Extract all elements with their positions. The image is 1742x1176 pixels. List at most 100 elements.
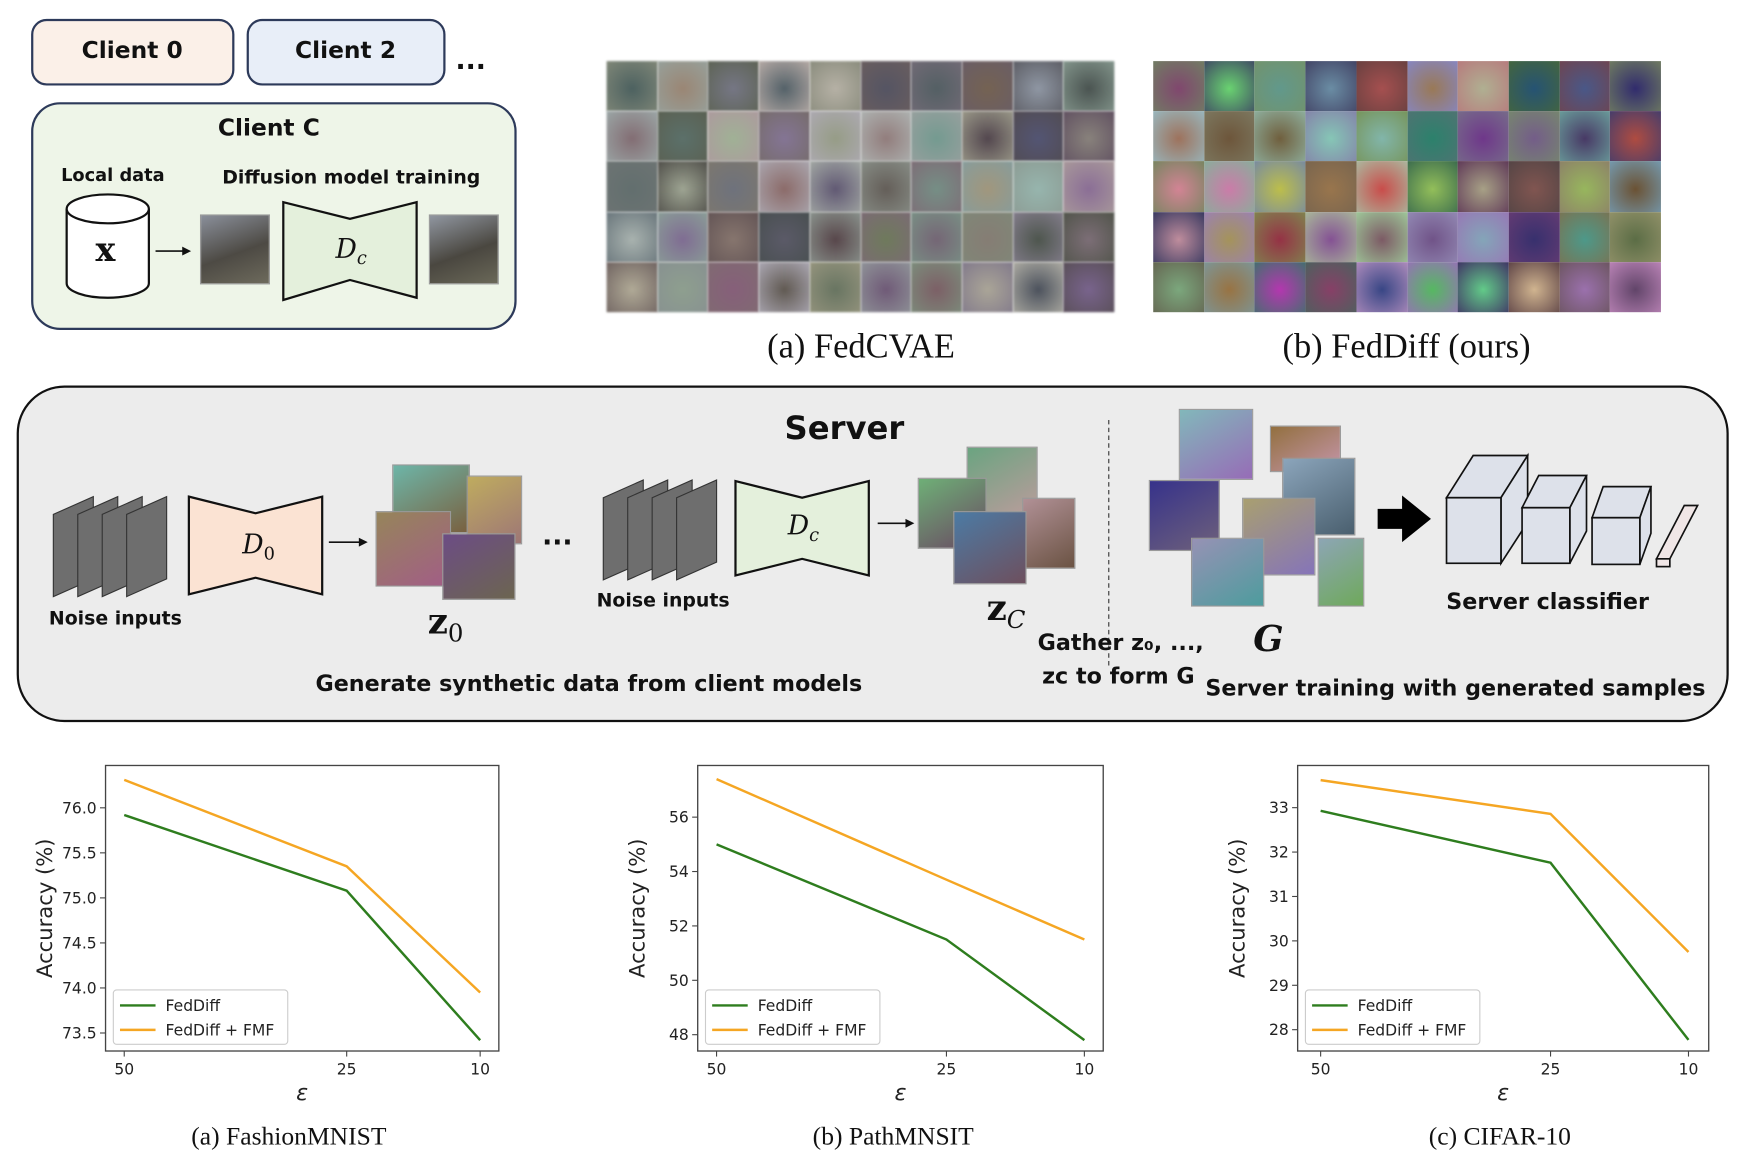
sample-image: [1254, 211, 1306, 262]
client-c-title: Client C: [217, 114, 320, 142]
sample-image: [1508, 61, 1560, 112]
series-line-feddiff-fmf: [716, 777, 1085, 941]
x-tick-label: 25: [937, 1060, 957, 1078]
classifier-layers-icon: [1445, 452, 1699, 568]
legend-label: FedDiff + FMF: [758, 1021, 867, 1039]
x-tick-label: 25: [337, 1060, 357, 1078]
x-tick-label: 10: [470, 1060, 490, 1078]
legend-label: FedDiff: [1358, 997, 1413, 1015]
server-training-caption: Server training with generated samples: [1205, 674, 1706, 702]
z0-sub: 0: [447, 620, 464, 649]
sample-image: [758, 161, 810, 212]
sample-image: [1610, 211, 1661, 262]
sample-image: [1508, 161, 1560, 212]
d0-base: D: [242, 528, 264, 560]
series-line-feddiff: [716, 843, 1086, 1042]
y-axis-label: Accuracy (%): [32, 838, 57, 978]
synthetic-image: [1317, 537, 1365, 607]
sample-image: [1407, 111, 1458, 162]
sample-image: [657, 61, 709, 112]
legend-box: [1304, 989, 1481, 1045]
models-ellipsis: ...: [542, 519, 573, 552]
sample-image: [1203, 211, 1255, 262]
client-diffusion-model-shape: [282, 200, 418, 302]
y-tick-label: 29: [1269, 977, 1289, 995]
sample-image: [758, 61, 810, 112]
z0-base: z: [427, 599, 448, 643]
sample-image: [911, 161, 963, 212]
d0-sub: 0: [263, 543, 275, 565]
x-axis-label: ε: [296, 1080, 308, 1106]
sample-image: [1407, 61, 1458, 112]
model-sub: c: [356, 247, 367, 269]
sample-image: [911, 211, 963, 262]
client-2-label: Client 2: [294, 36, 397, 64]
sample-image: [962, 161, 1013, 212]
sample-image: [1559, 211, 1611, 262]
x-tick-label: 10: [1074, 1060, 1094, 1078]
sample-image: [860, 111, 912, 162]
synthetic-image: [375, 511, 452, 587]
sample-image: [1012, 211, 1064, 262]
sample-image: [962, 111, 1013, 162]
arrow-icon: [328, 537, 368, 547]
sample-image: [1012, 261, 1064, 313]
y-tick-label: 28: [1269, 1021, 1289, 1039]
sample-image: [1559, 61, 1611, 112]
y-tick-label: 33: [1269, 799, 1289, 817]
sample-image: [911, 61, 963, 112]
y-tick-label: 52: [669, 917, 689, 935]
noise-layer: [126, 495, 168, 598]
sample-image: [1063, 161, 1115, 212]
sample-image: [962, 61, 1013, 112]
series-line-feddiff: [1320, 809, 1690, 1041]
d0-label: D0: [242, 529, 275, 564]
server-title: Server: [784, 408, 905, 447]
dc-sub: c: [809, 524, 820, 546]
sample-image: [1305, 111, 1357, 162]
sample-image: [1063, 211, 1115, 262]
sample-image: [860, 211, 912, 262]
y-tick-label: 75.0: [62, 889, 97, 907]
more-clients-ellipsis: ...: [455, 44, 486, 76]
server-model-dc-shape: [734, 479, 870, 577]
feddiff-caption: (b) FedDiff (ours): [1282, 326, 1531, 366]
zc-label: zC: [987, 587, 1026, 635]
series-line-feddiff: [123, 813, 482, 1042]
fedcvae-caption: (a) FedCVAE: [767, 326, 955, 366]
legend-box: [704, 989, 881, 1045]
sample-image: [1508, 211, 1560, 262]
server-model-d0-shape: [187, 495, 324, 596]
legend-label: FedDiff: [758, 997, 813, 1015]
sample-image: [860, 261, 912, 313]
g-label: G: [1253, 617, 1284, 660]
sample-image: [1356, 261, 1408, 313]
sample-image: [708, 111, 759, 162]
sample-image: [809, 111, 861, 162]
sample-image: [1559, 161, 1611, 212]
x-tick-label: 50: [1311, 1060, 1331, 1078]
y-tick-label: 75.5: [62, 844, 97, 862]
sample-image: [911, 261, 963, 313]
sample-image: [708, 261, 759, 313]
legend-label: FedDiff + FMF: [1358, 1021, 1467, 1039]
sample-image: [1063, 61, 1115, 112]
chart-caption-fashionmnist: (a) FashionMNIST: [191, 1122, 387, 1150]
sample-image: [708, 61, 759, 112]
sample-image: [1254, 61, 1306, 112]
local-data-label: Local data: [61, 164, 165, 186]
arrow-icon: [877, 518, 915, 528]
synthetic-image: [466, 475, 523, 545]
sample-image: [1153, 61, 1204, 112]
sample-image: [657, 261, 709, 313]
sample-image: [809, 61, 861, 112]
sample-image: [1203, 61, 1255, 112]
sample-image: [1063, 261, 1115, 313]
sample-image: [1610, 261, 1661, 313]
sample-image: [1153, 111, 1204, 162]
sample-image: [1508, 111, 1560, 162]
sample-image: [1610, 161, 1661, 212]
x-tick-label: 25: [1541, 1060, 1561, 1078]
diffusion-training-label: Diffusion model training: [222, 166, 481, 189]
